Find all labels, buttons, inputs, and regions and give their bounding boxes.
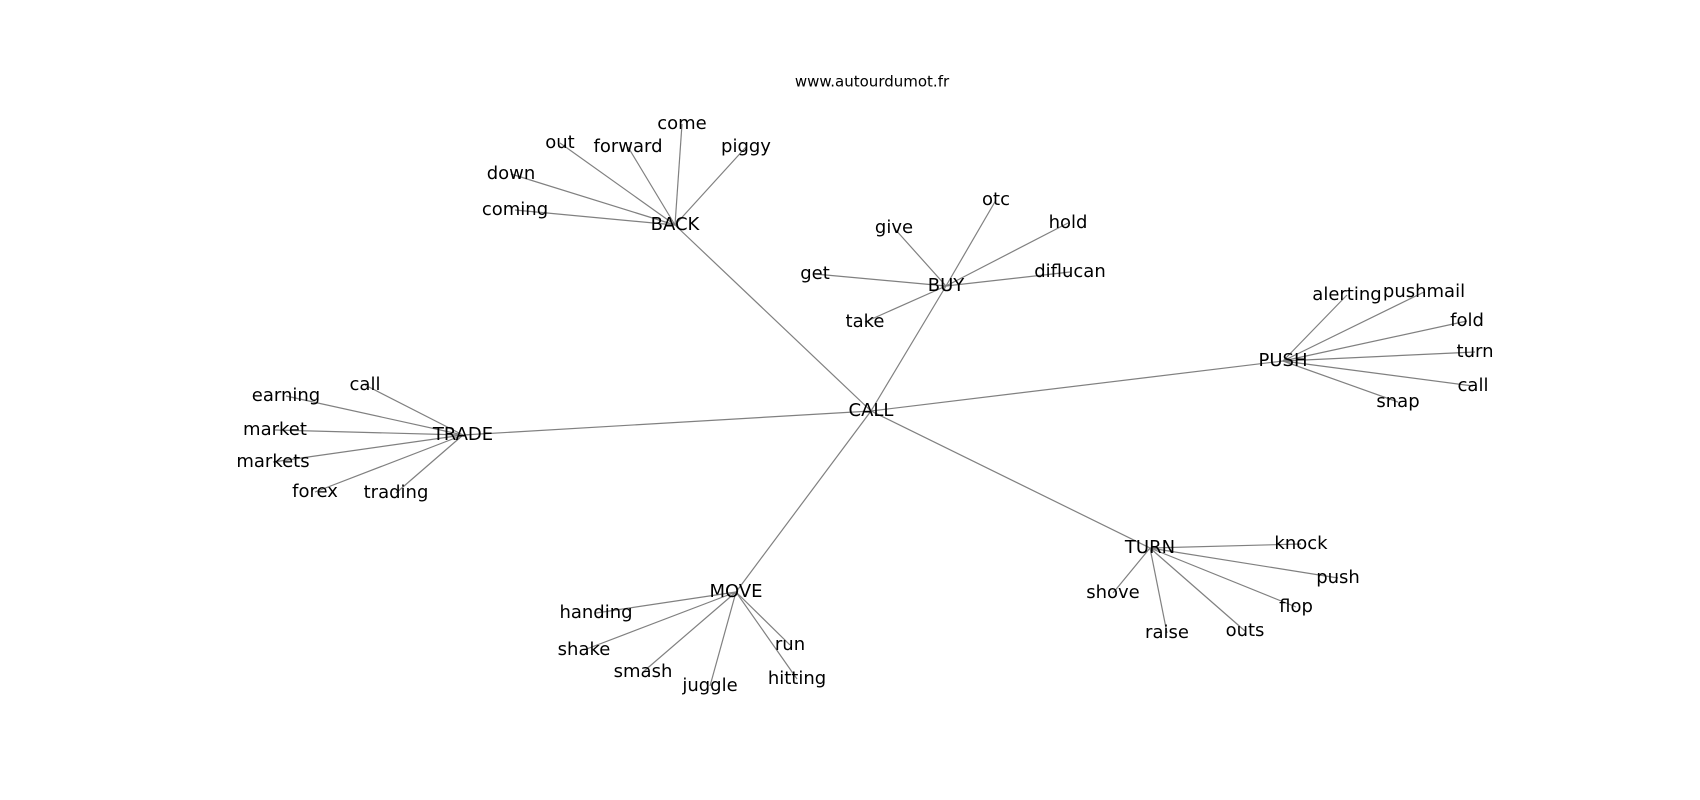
edge-buy-diflucan [945, 271, 1071, 287]
edge-turn-push [1149, 547, 1339, 579]
word-node-back-down[interactable]: down [487, 163, 536, 184]
word-node-buy-take[interactable]: take [846, 311, 885, 332]
edge-back-come [674, 123, 683, 226]
word-node-move-run[interactable]: run [775, 634, 805, 655]
word-node-move-juggle[interactable]: juggle [681, 675, 737, 696]
edge-trade-market [274, 429, 464, 436]
edge-call-turn [870, 410, 1151, 549]
word-node-trade-forex[interactable]: forex [292, 481, 338, 502]
edge-turn-outs [1149, 547, 1246, 632]
edge-turn-flop [1149, 547, 1297, 608]
site-title: www.autourdumot.fr [795, 73, 950, 91]
word-node-push-fold[interactable]: fold [1450, 310, 1484, 331]
word-node-push-turn[interactable]: turn [1457, 341, 1494, 362]
word-node-trade-markets[interactable]: markets [236, 451, 309, 472]
hub-node-buy[interactable]: BUY [928, 275, 966, 296]
word-node-back-out[interactable]: out [545, 132, 574, 153]
edge-back-piggy [674, 146, 747, 226]
edge-push-call [1282, 360, 1474, 387]
edge-trade-forex [314, 434, 464, 493]
word-node-back-forward[interactable]: forward [593, 136, 662, 157]
edge-buy-hold [945, 222, 1069, 287]
hub-node-push[interactable]: PUSH [1259, 350, 1308, 371]
edge-move-smash [642, 591, 737, 673]
word-node-push-pushmail[interactable]: pushmail [1383, 281, 1465, 302]
edge-turn-knock [1149, 543, 1302, 549]
word-node-trade-earning[interactable]: earning [252, 385, 320, 406]
edge-call-back [674, 224, 872, 412]
word-node-buy-give[interactable]: give [875, 217, 913, 238]
word-node-move-hitting[interactable]: hitting [768, 668, 826, 689]
word-node-back-come[interactable]: come [657, 113, 707, 134]
word-node-push-snap[interactable]: snap [1376, 391, 1419, 412]
hub-node-trade[interactable]: TRADE [432, 424, 493, 445]
edge-buy-otc [945, 199, 997, 287]
edge-move-run [735, 591, 791, 646]
edge-push-alerting [1282, 294, 1348, 362]
word-node-trade-market[interactable]: market [243, 419, 307, 440]
hub-node-move[interactable]: MOVE [709, 581, 762, 602]
edge-turn-raise [1149, 547, 1168, 634]
edge-back-forward [627, 146, 676, 226]
edge-call-trade [462, 410, 872, 436]
word-node-turn-knock[interactable]: knock [1274, 533, 1328, 554]
word-node-back-coming[interactable]: coming [482, 199, 548, 220]
edge-buy-give [893, 227, 947, 287]
word-node-move-shake[interactable]: shake [558, 639, 611, 660]
word-node-buy-diflucan[interactable]: diflucan [1034, 261, 1106, 282]
edge-trade-earning [285, 395, 464, 436]
edge-move-hitting [735, 591, 798, 680]
word-node-turn-outs[interactable]: outs [1226, 620, 1265, 641]
hub-node-back[interactable]: BACK [651, 214, 701, 235]
edge-back-out [559, 142, 676, 226]
edge-trade-call [364, 384, 464, 436]
edge-push-snap [1282, 360, 1399, 403]
edge-call-move [735, 410, 872, 593]
edge-push-turn [1282, 351, 1476, 362]
word-node-turn-shove[interactable]: shove [1086, 582, 1140, 603]
word-node-trade-trading[interactable]: trading [364, 482, 429, 503]
word-node-back-piggy[interactable]: piggy [721, 136, 771, 157]
edge-move-handing [595, 591, 737, 614]
word-node-turn-flop[interactable]: flop [1279, 596, 1313, 617]
edge-trade-trading [395, 434, 464, 494]
word-node-buy-hold[interactable]: hold [1049, 212, 1088, 233]
edge-buy-get [814, 273, 947, 287]
edge-push-fold [1282, 320, 1468, 362]
edge-call-push [870, 360, 1284, 412]
word-node-trade-call[interactable]: call [350, 374, 381, 395]
graph-edges [272, 123, 1476, 687]
word-node-buy-otc[interactable]: otc [982, 189, 1010, 210]
word-node-turn-raise[interactable]: raise [1145, 622, 1189, 643]
edge-trade-markets [272, 434, 464, 463]
edge-move-shake [583, 591, 737, 651]
word-node-turn-push[interactable]: push [1316, 567, 1360, 588]
word-node-move-handing[interactable]: handing [559, 602, 632, 623]
edge-move-juggle [709, 591, 737, 687]
hub-node-turn[interactable]: TURN [1124, 537, 1175, 558]
edge-buy-take [864, 285, 947, 323]
word-node-push-call[interactable]: call [1458, 375, 1489, 396]
edge-back-down [510, 173, 676, 226]
edge-call-buy [870, 285, 947, 412]
edge-push-pushmail [1282, 291, 1425, 362]
word-node-push-alerting[interactable]: alerting [1312, 284, 1381, 305]
word-node-buy-get[interactable]: get [800, 263, 830, 284]
center-node-label[interactable]: CALL [849, 400, 894, 421]
edge-turn-shove [1112, 547, 1151, 594]
word-node-move-smash[interactable]: smash [614, 661, 673, 682]
edge-back-coming [514, 209, 676, 226]
